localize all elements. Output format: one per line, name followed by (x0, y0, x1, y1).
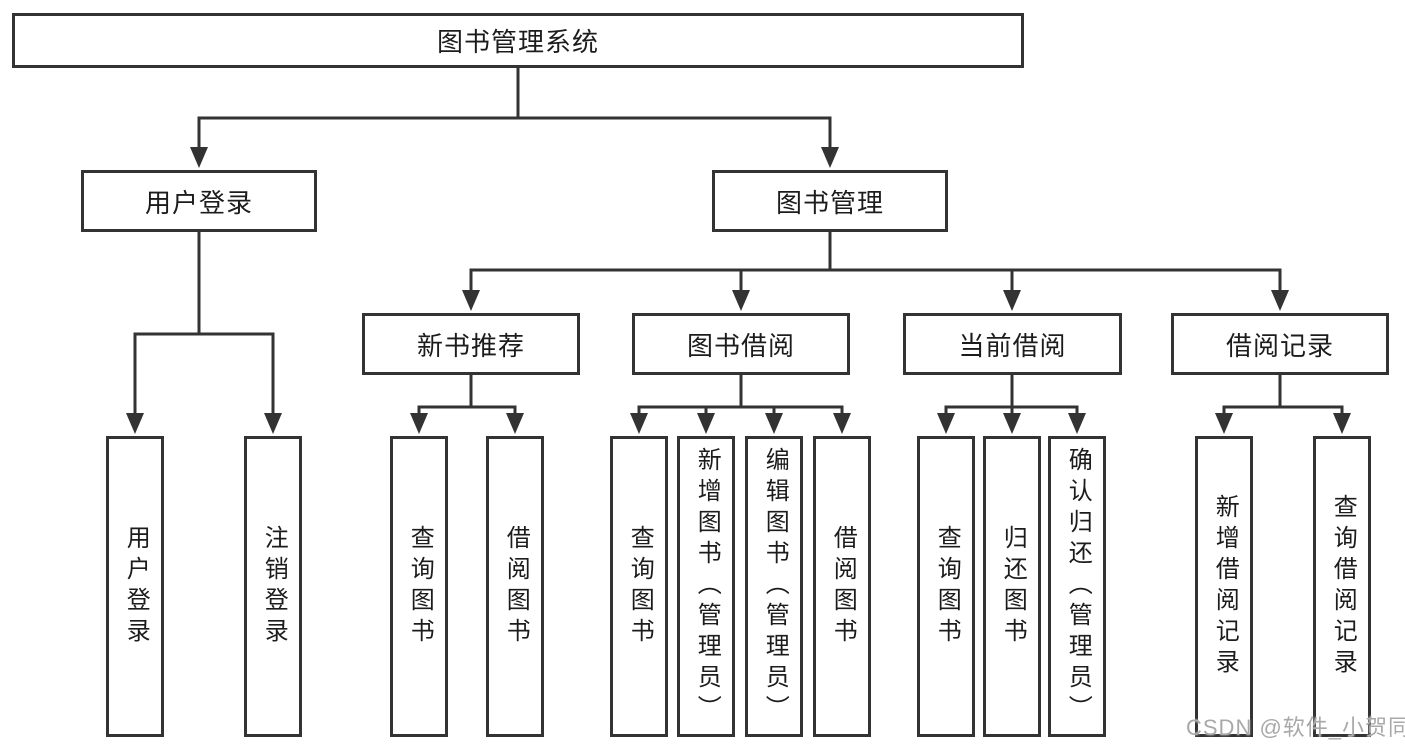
leaf-edit-book-admin-label: 编辑图书（管理员） (761, 447, 789, 726)
connector-1.3.1-arrowhead (1333, 413, 1351, 434)
connector-1.2.1-arrowhead (1003, 413, 1021, 434)
connector-1.3-arrowhead (1271, 290, 1289, 311)
node-library-system: 图书管理系统 (12, 13, 1024, 68)
connector-1.2-arrowhead (1003, 290, 1021, 311)
leaf-query-books-borrow: 查询图书 (610, 436, 668, 737)
leaf-logout-label: 注销登录 (260, 524, 288, 649)
node-borrow-records: 借阅记录 (1171, 313, 1389, 375)
node-book-management: 图书管理 (712, 170, 948, 232)
connector-1.3.0-arrowhead (1215, 413, 1233, 434)
leaf-borrow-books-label: 借阅图书 (829, 524, 857, 649)
connector-0.1-arrowhead (264, 413, 282, 434)
leaf-confirm-return-admin: 确认归还（管理员） (1048, 436, 1106, 737)
node-new-book-recommend: 新书推荐 (362, 313, 580, 375)
leaf-borrow-books-recommend: 借阅图书 (486, 436, 544, 737)
node-user-login: 用户登录 (81, 170, 317, 232)
leaf-query-books-recommend-label: 查询图书 (406, 524, 434, 649)
leaf-add-book-admin: 新增图书（管理员） (677, 436, 735, 737)
leaf-add-borrow-record-label: 新增借阅记录 (1211, 493, 1239, 680)
connector-1.1-arrowhead (732, 290, 750, 311)
leaf-confirm-return-admin-label: 确认归还（管理员） (1064, 447, 1092, 726)
leaf-query-books-borrow-label: 查询图书 (626, 524, 654, 649)
leaf-edit-book-admin: 编辑图书（管理员） (745, 436, 803, 737)
leaf-return-book-label: 归还图书 (999, 524, 1027, 649)
leaf-borrow-books-recommend-label: 借阅图书 (502, 524, 530, 649)
leaf-query-books-current: 查询图书 (917, 436, 975, 737)
leaf-query-books-recommend: 查询图书 (390, 436, 448, 737)
connector-1.2.2-arrowhead (1068, 413, 1086, 434)
leaf-add-borrow-record: 新增借阅记录 (1195, 436, 1253, 737)
connector-1.1.3-arrowhead (833, 413, 851, 434)
leaf-query-borrow-record-label: 查询借阅记录 (1329, 493, 1357, 680)
csdn-watermark: CSDN @软件_小贺同学 (1186, 715, 1405, 740)
leaf-return-book: 归还图书 (983, 436, 1041, 737)
connector-1.0.0-arrowhead (410, 413, 428, 434)
leaf-query-books-current-label: 查询图书 (933, 524, 961, 649)
node-current-borrow: 当前借阅 (903, 313, 1122, 375)
leaf-add-book-admin-label: 新增图书（管理员） (693, 447, 721, 726)
leaf-logout: 注销登录 (244, 436, 302, 737)
connector-1.1.1-arrowhead (697, 413, 715, 434)
leaf-user-login-label: 用户登录 (122, 524, 150, 649)
connector-1.1.0-arrowhead (630, 413, 648, 434)
leaf-user-login: 用户登录 (106, 436, 164, 737)
connector-0.0-arrowhead (126, 413, 144, 434)
connector-0-arrowhead (190, 147, 208, 168)
connector-1-arrowhead (821, 147, 839, 168)
connector-1.2.0-arrowhead (937, 413, 955, 434)
connector-1.0.1-arrowhead (506, 413, 524, 434)
leaf-borrow-books: 借阅图书 (813, 436, 871, 737)
connector-1.1.2-arrowhead (765, 413, 783, 434)
connector-1.0-arrowhead (462, 290, 480, 311)
node-book-borrow: 图书借阅 (632, 313, 850, 375)
leaf-query-borrow-record: 查询借阅记录 (1313, 436, 1371, 737)
